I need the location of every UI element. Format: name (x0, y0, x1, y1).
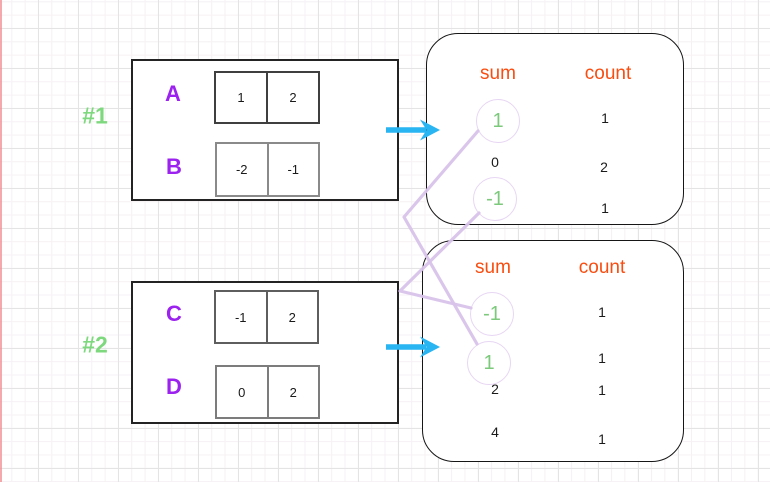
count-value: 1 (601, 110, 609, 126)
array-cell: -1 (234, 309, 247, 325)
array-cell: 0 (238, 384, 246, 400)
array-b-cells: -2 -1 (215, 142, 320, 197)
group-1-result-box: sum count 1 1 0 2 -1 1 (426, 33, 684, 225)
array-cell: 2 (266, 73, 318, 122)
count-value: 1 (598, 350, 606, 366)
sum-column-header: sum (480, 63, 516, 84)
array-d-label: D (166, 374, 182, 399)
array-cell: 2 (265, 292, 318, 342)
array-cell: 1 (237, 90, 245, 105)
group-1-box: A 1 2 B -2 -1 (131, 59, 399, 201)
highlight-circle: -1 (473, 177, 517, 221)
array-a-label: A (165, 81, 181, 106)
count-value: 2 (600, 159, 608, 175)
sum-value: 0 (491, 154, 499, 170)
count-value: 1 (601, 200, 609, 216)
highlight-circle: -1 (470, 292, 514, 336)
group-1-label: #1 (82, 102, 108, 129)
highlight-circle: 1 (467, 341, 511, 385)
notebook-margin-line (0, 0, 2, 482)
count-value: 1 (598, 382, 606, 398)
count-value: 1 (598, 304, 606, 320)
sum-value: -1 (486, 187, 504, 210)
array-b-label: B (166, 154, 182, 179)
group-2-label: #2 (82, 331, 108, 358)
sum-value: 2 (491, 381, 499, 397)
array-c-label: C (166, 301, 182, 326)
count-column-header: count (584, 63, 632, 84)
array-c-cells: -1 2 (214, 290, 319, 344)
array-cell: 2 (266, 367, 319, 417)
highlight-circle: 1 (476, 99, 520, 143)
array-cell: -2 (235, 162, 248, 177)
array-a-cells: 1 2 (214, 71, 320, 124)
array-d-cells: 0 2 (215, 365, 320, 419)
sum-value: -1 (483, 302, 501, 325)
group-2-box: C -1 2 D 0 2 (131, 281, 399, 424)
sum-value: 4 (491, 424, 499, 440)
count-value: 1 (598, 431, 606, 447)
sum-column-header: sum (475, 257, 511, 278)
sum-value: 1 (492, 109, 504, 132)
sum-value: 1 (483, 351, 495, 374)
group-2-result-box: sum count -1 1 1 1 2 1 4 1 (422, 240, 684, 462)
count-column-header: count (578, 257, 626, 278)
array-cell: -1 (266, 144, 319, 195)
